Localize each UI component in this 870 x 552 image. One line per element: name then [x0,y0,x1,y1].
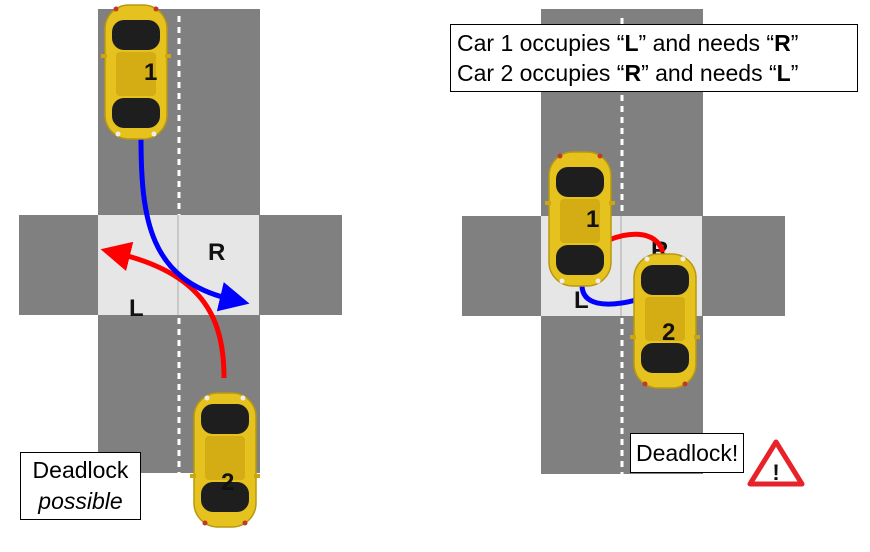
car1-number: 1 [586,206,599,233]
text-bold: R [774,30,791,56]
text: Car 2 occupies “ [457,60,625,86]
svg-text:!: ! [772,460,779,485]
text-bold: L [776,60,791,86]
car1-path-arrow [138,137,250,312]
car2-number: 2 [221,469,234,496]
statement-line1: Car 1 occupies “L” and needs “R” [457,28,851,58]
caption-line2: possible [38,488,123,514]
car2-path-arrow [100,241,227,379]
car2-needs-l-path [579,284,637,307]
car-2 [189,392,261,528]
occupancy-statement: Car 1 occupies “L” and needs “R” Car 2 o… [450,24,858,92]
car-1: 1 [544,151,616,287]
left-intersection: 1 2 R L [19,4,342,528]
car-1: 1 [100,4,172,140]
car1-needs-r-path [607,231,666,254]
region-l-label: L [129,295,144,322]
deadlock-possible-caption: Deadlock possible [20,452,141,520]
deadlock-caption: Deadlock! [630,433,745,473]
warning-triangle-icon: ! [747,439,805,487]
car2-number: 2 [662,319,675,346]
region-r-label: R [208,239,225,266]
text-bold: R [624,60,642,86]
text: ” [790,30,799,56]
text-bold: L [624,30,639,56]
text: Car 1 occupies “ [457,30,625,56]
statement-line2: Car 2 occupies “R” and needs “L” [457,58,851,88]
text: ” [790,60,799,86]
text: ” and needs “ [641,60,777,86]
car1-number: 1 [144,59,157,86]
caption-line1: Deadlock [32,457,129,483]
text: ” and needs “ [638,30,775,56]
